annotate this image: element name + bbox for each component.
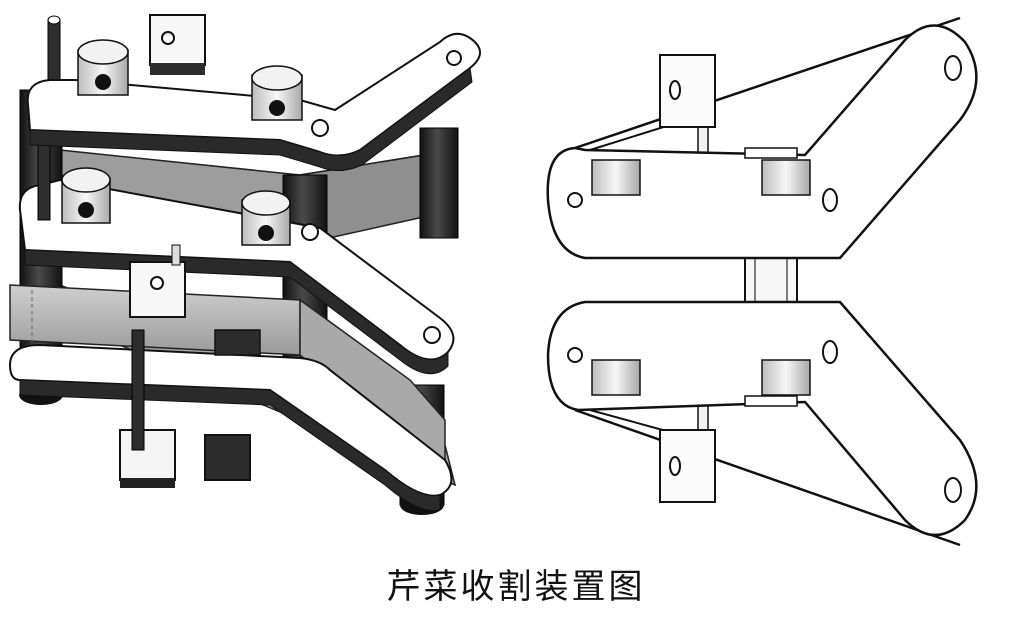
coupling: [744, 254, 798, 304]
guide-shaft: [171, 244, 181, 266]
bearing-lug: [251, 65, 303, 121]
pivot-hole: [301, 223, 319, 241]
guide-hole: [669, 80, 681, 100]
pivot-hole: [944, 55, 962, 81]
bearing-lug: [61, 167, 111, 224]
pivot-hole: [822, 188, 838, 212]
guide-block: [659, 429, 716, 503]
mounting-block: [214, 329, 261, 356]
shaft: [131, 329, 145, 451]
drive-belt: [574, 16, 961, 150]
lower-plate-edge: [19, 379, 441, 512]
pivot-hole: [567, 347, 583, 363]
vertical-pin-top: [47, 15, 61, 25]
drive-belt: [589, 409, 671, 433]
guide-hole: [161, 31, 175, 45]
pivot-hole: [311, 119, 329, 137]
pivot-hole: [822, 340, 838, 364]
guide-block-base: [150, 63, 205, 75]
figure-caption: 芹菜收割装置图: [386, 567, 646, 607]
guide-block: [659, 54, 716, 128]
clamp-plate: [744, 147, 798, 159]
drive-belt: [589, 124, 671, 151]
bearing-lug: [591, 159, 641, 196]
mounting-block: [119, 429, 176, 481]
bearing-lug: [761, 159, 811, 196]
bearing-lug: [241, 190, 291, 246]
middle-plate-edge: [24, 249, 449, 375]
roller: [419, 127, 459, 239]
upper-plate-edge: [29, 67, 473, 171]
drive-belt: [574, 408, 961, 547]
isometric-view: [8, 14, 481, 515]
bearing-lug: [77, 39, 129, 96]
top-view: [546, 16, 978, 547]
celery-harvester-diagram: [8, 14, 978, 547]
bearing-lug: [591, 359, 641, 396]
pivot-hole: [944, 477, 962, 503]
mounting-block: [120, 478, 175, 488]
guide-hole: [669, 456, 681, 476]
pivot-hole: [567, 192, 583, 208]
pivot-hole: [423, 326, 441, 344]
pivot-hole: [446, 50, 462, 66]
guide-block: [149, 14, 206, 66]
clamp-plate: [744, 395, 798, 407]
upper-arm: [546, 24, 978, 260]
mounting-block: [204, 434, 251, 481]
bearing-lug: [761, 359, 811, 396]
lower-arm: [546, 300, 978, 537]
guide-hole: [150, 276, 164, 290]
